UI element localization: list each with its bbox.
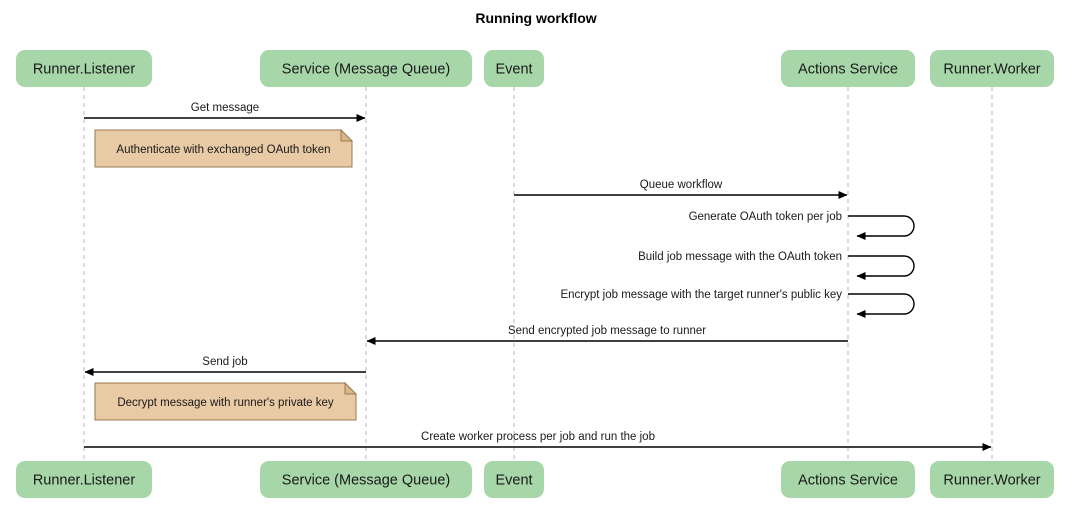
message-send-job[interactable]: Send job <box>84 356 366 376</box>
note-body-decrypt-message-with-runners-private-key <box>94 382 357 421</box>
participant-box-runner-worker[interactable] <box>930 461 1054 498</box>
participant-label-event: Event <box>495 473 532 489</box>
participant-label-runner-listener: Runner.Listener <box>33 62 136 78</box>
participants-top-group: Runner.Listener Service (Message Queue) Ev… <box>16 50 1054 87</box>
message-encrypt-job-message-with-the-target-runners-public-key[interactable]: Encrypt job message with the target runn… <box>560 289 915 318</box>
message-get-message[interactable]: Get message <box>84 102 366 122</box>
participant-label-service-message-queue: Service (Message Queue) <box>282 473 450 489</box>
participant-runner-listener-bottom[interactable]: Runner.Listener <box>16 461 152 498</box>
participant-runner-worker-bottom[interactable]: Runner.Worker <box>930 461 1054 498</box>
message-generate-oauth-token-per-job[interactable]: Generate OAuth token per job <box>689 211 915 240</box>
participant-label-runner-worker: Runner.Worker <box>943 62 1040 78</box>
participant-label-runner-listener: Runner.Listener <box>33 473 136 489</box>
message-label-send-encrypted-job-message-to-runner: Send encrypted job message to runner <box>508 325 706 337</box>
self-loop-path-generate-oauth-token-per-job <box>848 215 915 240</box>
message-create-worker-process-per-job-and-run-the-job[interactable]: Create worker process per job and run th… <box>84 431 992 451</box>
participant-box-runner-worker[interactable] <box>930 50 1054 87</box>
participant-box-service-message-queue[interactable] <box>260 50 472 87</box>
participant-box-actions-service[interactable] <box>781 461 915 498</box>
participant-label-event: Event <box>495 62 532 78</box>
participant-runner-listener-top[interactable]: Runner.Listener <box>16 50 152 87</box>
participant-label-service-message-queue: Service (Message Queue) <box>282 62 450 78</box>
message-label-encrypt-job-message-with-the-target-runners-public-key: Encrypt job message with the target runn… <box>560 289 842 301</box>
message-label-create-worker-process-per-job-and-run-the-job: Create worker process per job and run th… <box>421 431 655 443</box>
participant-actions-service-top[interactable]: Actions Service <box>781 50 915 87</box>
note-label-authenticate-with-exchanged-oauth-token: Authenticate with exchanged OAuth token <box>116 144 330 156</box>
self-loop-path-encrypt-job-message-with-the-target-runners-public-key <box>848 293 915 318</box>
participant-event-top[interactable]: Event <box>484 50 544 87</box>
message-label-send-job: Send job <box>202 356 247 368</box>
participant-box-event[interactable] <box>484 461 544 498</box>
participant-box-service-message-queue[interactable] <box>260 461 472 498</box>
participant-event-bottom[interactable]: Event <box>484 461 544 498</box>
participants-bottom-group: Runner.Listener Service (Message Queue) Ev… <box>16 461 1054 498</box>
message-label-queue-workflow: Queue workflow <box>640 179 723 191</box>
participant-label-runner-worker: Runner.Worker <box>943 473 1040 489</box>
participant-box-runner-listener[interactable] <box>16 461 152 498</box>
note-label-decrypt-message-with-runners-private-key: Decrypt message with runner's private ke… <box>117 397 334 409</box>
participant-box-event[interactable] <box>484 50 544 87</box>
participant-label-actions-service: Actions Service <box>798 62 898 78</box>
participant-box-actions-service[interactable] <box>781 50 915 87</box>
self-loop-path-build-job-message-with-the-oauth-token <box>848 255 915 280</box>
participant-service-message-queue-top[interactable]: Service (Message Queue) <box>260 50 472 87</box>
note-body-authenticate-with-exchanged-oauth-token <box>94 129 353 168</box>
participant-service-message-queue-bottom[interactable]: Service (Message Queue) <box>260 461 472 498</box>
notes-group: Authenticate with exchanged OAuth tokenD… <box>94 128 358 421</box>
message-label-build-job-message-with-the-oauth-token: Build job message with the OAuth token <box>638 251 842 263</box>
participant-runner-worker-top[interactable]: Runner.Worker <box>930 50 1054 87</box>
message-queue-workflow[interactable]: Queue workflow <box>514 179 848 199</box>
note-decrypt-message-with-runners-private-key: Decrypt message with runner's private ke… <box>94 381 358 421</box>
lifelines-group <box>83 87 993 461</box>
participant-label-actions-service: Actions Service <box>798 473 898 489</box>
note-fold-corner-decrypt-message-with-runners-private-key <box>344 381 358 395</box>
message-build-job-message-with-the-oauth-token[interactable]: Build job message with the OAuth token <box>638 251 915 280</box>
participant-box-runner-listener[interactable] <box>16 50 152 87</box>
note-authenticate-with-exchanged-oauth-token: Authenticate with exchanged OAuth token <box>94 128 354 168</box>
message-label-generate-oauth-token-per-job: Generate OAuth token per job <box>689 211 842 223</box>
message-send-encrypted-job-message-to-runner[interactable]: Send encrypted job message to runner <box>366 325 848 345</box>
participant-actions-service-bottom[interactable]: Actions Service <box>781 461 915 498</box>
diagram-title: Running workflow <box>475 10 596 26</box>
message-label-get-message: Get message <box>191 102 259 114</box>
note-fold-corner-authenticate-with-exchanged-oauth-token <box>340 128 354 142</box>
